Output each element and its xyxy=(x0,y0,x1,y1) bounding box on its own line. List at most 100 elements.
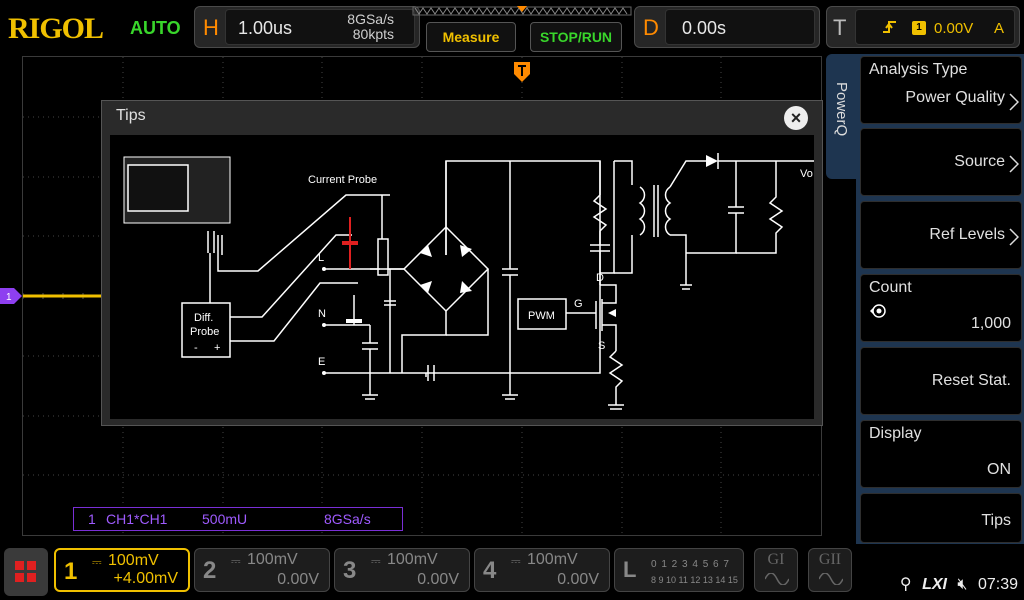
trigger-mode-status: AUTO xyxy=(130,18,181,38)
brand-logo: RIGOL xyxy=(8,12,104,45)
side-menu-panel: PowerQ Analysis Type Power Quality Sourc… xyxy=(826,54,1024,544)
acquisition-readout: 8GSa/s 80kpts xyxy=(347,12,394,42)
math-status-bar[interactable]: 1 CH1*CH1 500mU 8GSa/s xyxy=(73,507,403,531)
math-sample-rate: 8GSa/s xyxy=(324,511,371,527)
trigger-position-icon[interactable] xyxy=(514,62,530,82)
dc-coupling-icon: ⎓ xyxy=(511,554,521,568)
channel-number: 4 xyxy=(483,557,497,584)
tips-label: Tips xyxy=(981,512,1011,529)
trigger-readout: 1 0.00V A xyxy=(855,9,1015,45)
memory-position-indicator xyxy=(412,6,632,16)
channel-number: 2 xyxy=(203,557,217,584)
dialog-title: Tips xyxy=(116,107,146,124)
channel-3-box[interactable]: 3 ⎓ 100mV 0.00V xyxy=(334,548,470,592)
pwm-label: PWM xyxy=(528,310,555,322)
channel-1-box[interactable]: 1 ⎓ 100mV +4.00mV xyxy=(54,548,190,592)
channel-offset: 0.00V xyxy=(277,571,319,588)
generator-1-label: GI xyxy=(767,551,785,568)
connection-diagram: Current Probe Diff. Probe - + L N E PWM … xyxy=(110,135,814,419)
channel-scale: 100mV xyxy=(387,551,438,568)
system-status: ⚲ LXI 🔇︎ 07:39 xyxy=(894,574,1018,594)
chevron-right-icon xyxy=(1009,155,1019,173)
diff-probe-label-2: Probe xyxy=(190,326,219,338)
math-scale: 500mU xyxy=(202,511,248,527)
sine-wave-icon xyxy=(765,573,789,585)
stop-run-button[interactable]: STOP/RUN xyxy=(530,22,622,52)
logic-channels-low: 0 1 2 3 4 5 6 7 xyxy=(651,559,730,570)
generator-2-label: GII xyxy=(818,551,842,568)
line-n-label: N xyxy=(318,308,326,320)
count-label: Count xyxy=(869,279,912,296)
analysis-type-button[interactable]: Analysis Type Power Quality xyxy=(860,56,1022,124)
sample-rate: 8GSa/s xyxy=(347,11,394,27)
math-index: 1 xyxy=(88,511,96,527)
chevron-right-icon xyxy=(1009,93,1019,111)
dc-coupling-icon: ⎓ xyxy=(231,554,241,568)
analysis-type-label: Analysis Type xyxy=(869,61,968,78)
generator-2-box[interactable]: GII xyxy=(808,548,852,592)
count-button[interactable]: Count 1,000 xyxy=(860,274,1022,342)
display-label: Display xyxy=(869,425,922,442)
delay-label: D xyxy=(643,15,659,40)
clock-time: 07:39 xyxy=(977,576,1018,593)
delay-value: 0.00s xyxy=(682,18,727,38)
rising-edge-icon xyxy=(883,21,896,33)
count-value: 1,000 xyxy=(970,315,1011,332)
delay-box[interactable]: D 0.00s xyxy=(634,6,820,48)
channel-4-box[interactable]: 4 ⎓ 100mV 0.00V xyxy=(474,548,610,592)
channel-scale: 100mV xyxy=(247,551,298,568)
tips-dialog: Tips × xyxy=(101,100,823,426)
channel-scale: 100mV xyxy=(108,552,159,569)
menu-tab[interactable]: PowerQ xyxy=(826,54,856,179)
source-button[interactable]: Source xyxy=(860,128,1022,196)
reset-stat-button[interactable]: Reset Stat. xyxy=(860,347,1022,415)
tips-button[interactable]: Tips xyxy=(860,493,1022,543)
generator-1-box[interactable]: GI xyxy=(754,548,798,592)
diff-probe-box xyxy=(181,302,231,358)
trigger-label: T xyxy=(833,15,847,40)
display-value: ON xyxy=(987,461,1011,478)
gate-label: G xyxy=(574,298,583,310)
channel-offset: +4.00mV xyxy=(113,570,178,587)
logic-label: L xyxy=(623,557,637,582)
horizontal-timebase-box[interactable]: H 1.00us 8GSa/s 80kpts xyxy=(194,6,420,48)
drain-label: D xyxy=(596,272,604,284)
menu-icon xyxy=(15,561,24,570)
trigger-source-badge: 1 xyxy=(912,21,926,35)
bottom-bar: 1 ⎓ 100mV +4.00mV 2 ⎓ 100mV 0.00V 3 ⎓ 10… xyxy=(0,544,1024,600)
trigger-level: 0.00V xyxy=(934,20,974,37)
usb-icon: ⚲ xyxy=(899,576,912,593)
reset-stat-label: Reset Stat. xyxy=(931,372,1011,389)
trigger-box[interactable]: T 1 0.00V A xyxy=(826,6,1020,48)
main-menu-button[interactable] xyxy=(4,548,48,596)
dc-coupling-icon: ⎓ xyxy=(92,555,102,569)
math-expression: CH1*CH1 xyxy=(106,511,168,527)
measure-button[interactable]: Measure xyxy=(426,22,516,52)
top-bar: RIGOL AUTO H 1.00us 8GSa/s 80kpts Measur… xyxy=(0,0,1024,54)
logic-analyzer-box[interactable]: L 0 1 2 3 4 5 6 7 8 9 10 11 12 13 14 15 xyxy=(614,548,744,592)
dc-coupling-icon: ⎓ xyxy=(371,554,381,568)
horizontal-readout: 1.00us 8GSa/s 80kpts xyxy=(225,9,415,45)
line-e-label: E xyxy=(318,356,325,368)
trigger-coupling: A xyxy=(993,20,1004,37)
lxi-icon: LXI xyxy=(922,576,947,593)
chevron-right-icon xyxy=(1009,228,1019,246)
delay-readout: 0.00s xyxy=(665,9,815,45)
channel-2-box[interactable]: 2 ⎓ 100mV 0.00V xyxy=(194,548,330,592)
display-button[interactable]: Display ON xyxy=(860,420,1022,488)
horizontal-label: H xyxy=(203,15,219,40)
channel-offset: 0.00V xyxy=(417,571,459,588)
close-icon[interactable]: × xyxy=(784,106,808,130)
svg-text:1: 1 xyxy=(6,292,12,303)
timebase-value: 1.00us xyxy=(238,18,293,38)
vout-label: Vo xyxy=(800,168,813,180)
memory-depth: 80kpts xyxy=(352,26,394,42)
channel-offset: 0.00V xyxy=(557,571,599,588)
ref-levels-button[interactable]: Ref Levels xyxy=(860,201,1022,269)
channel-offset-marker[interactable]: 1 xyxy=(0,288,24,304)
speaker-muted-icon[interactable]: 🔇︎ xyxy=(957,576,968,593)
current-probe-label: Current Probe xyxy=(308,174,377,186)
analysis-type-value: Power Quality xyxy=(905,89,1005,106)
diff-probe-plus: + xyxy=(214,342,220,354)
wiring-diagram: Current Probe Diff. Probe - + L N E PWM … xyxy=(123,153,814,410)
